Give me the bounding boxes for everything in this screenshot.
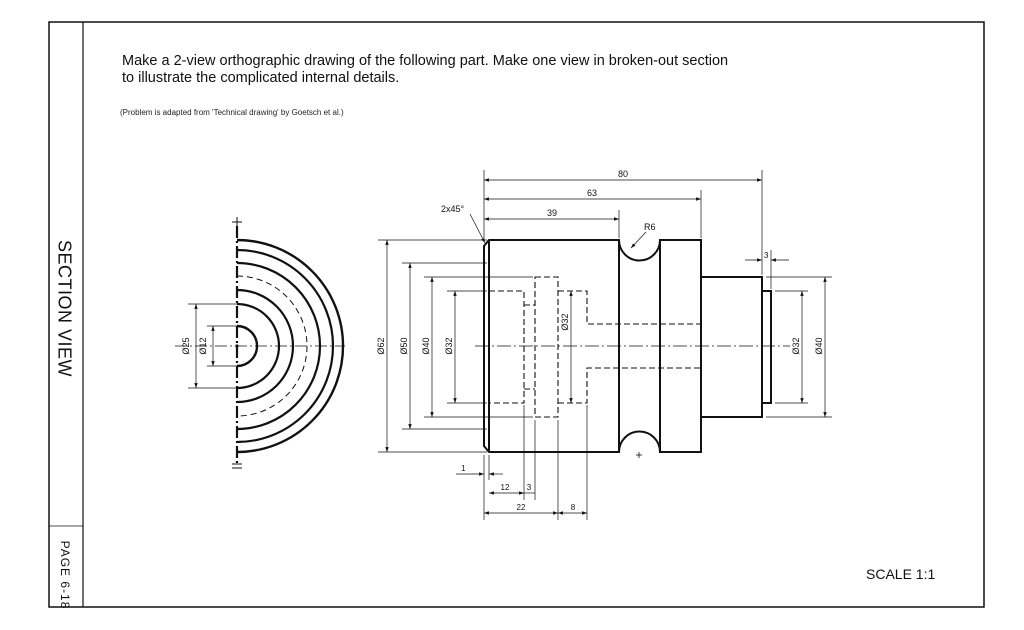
problem-instructions: Make a 2-view orthographic drawing of th… [122, 53, 882, 87]
instructions-line-1: Make a 2-view orthographic drawing of th… [122, 53, 729, 69]
front-view-hidden-lines [489, 276, 701, 418]
dim-dia-body: Ø50 [399, 337, 409, 354]
side-view [175, 217, 345, 469]
front-center-mark [636, 452, 642, 458]
dim-step-1: 1 [461, 464, 466, 473]
dim-end-step: 3 [764, 251, 769, 260]
dim-counterbore-depth: 22 [517, 503, 526, 512]
dim-length-main-body: 39 [547, 208, 557, 218]
dim-dia-outer-largest: Ø62 [376, 337, 386, 354]
source-note: (Problem is adapted from 'Technical draw… [120, 108, 344, 117]
dim-dia-side-inner: Ø12 [198, 337, 208, 354]
dim-overall-length: 80 [618, 169, 628, 179]
title-frame [48, 21, 985, 608]
page-label: PAGE 6-18 [58, 540, 72, 610]
dim-bore-step: 3 [527, 483, 532, 492]
dim-dia-bore-large: Ø40 [421, 337, 431, 354]
side-view-dimensions [188, 303, 237, 389]
scale-label: SCALE 1:1 [866, 566, 936, 582]
dim-chamfer: 2x45° [441, 204, 465, 214]
instructions-line-2: to illustrate the complicated internal d… [122, 70, 400, 86]
dim-dia-inner: Ø32 [560, 313, 570, 330]
dim-dia-bore: Ø32 [444, 337, 454, 354]
front-view-dimensions [378, 170, 832, 520]
dim-groove-radius: R6 [644, 222, 656, 232]
dim-dia-shaft-inner: Ø32 [791, 337, 801, 354]
dim-inner-step: 8 [571, 503, 576, 512]
dim-dia-side-outer: Ø25 [181, 337, 191, 354]
dim-dia-shaft: Ø40 [814, 337, 824, 354]
dim-bore-depth: 12 [501, 483, 510, 492]
dim-length-to-groove-end: 63 [587, 188, 597, 198]
sidebar-title: SECTION VIEW [54, 239, 75, 377]
